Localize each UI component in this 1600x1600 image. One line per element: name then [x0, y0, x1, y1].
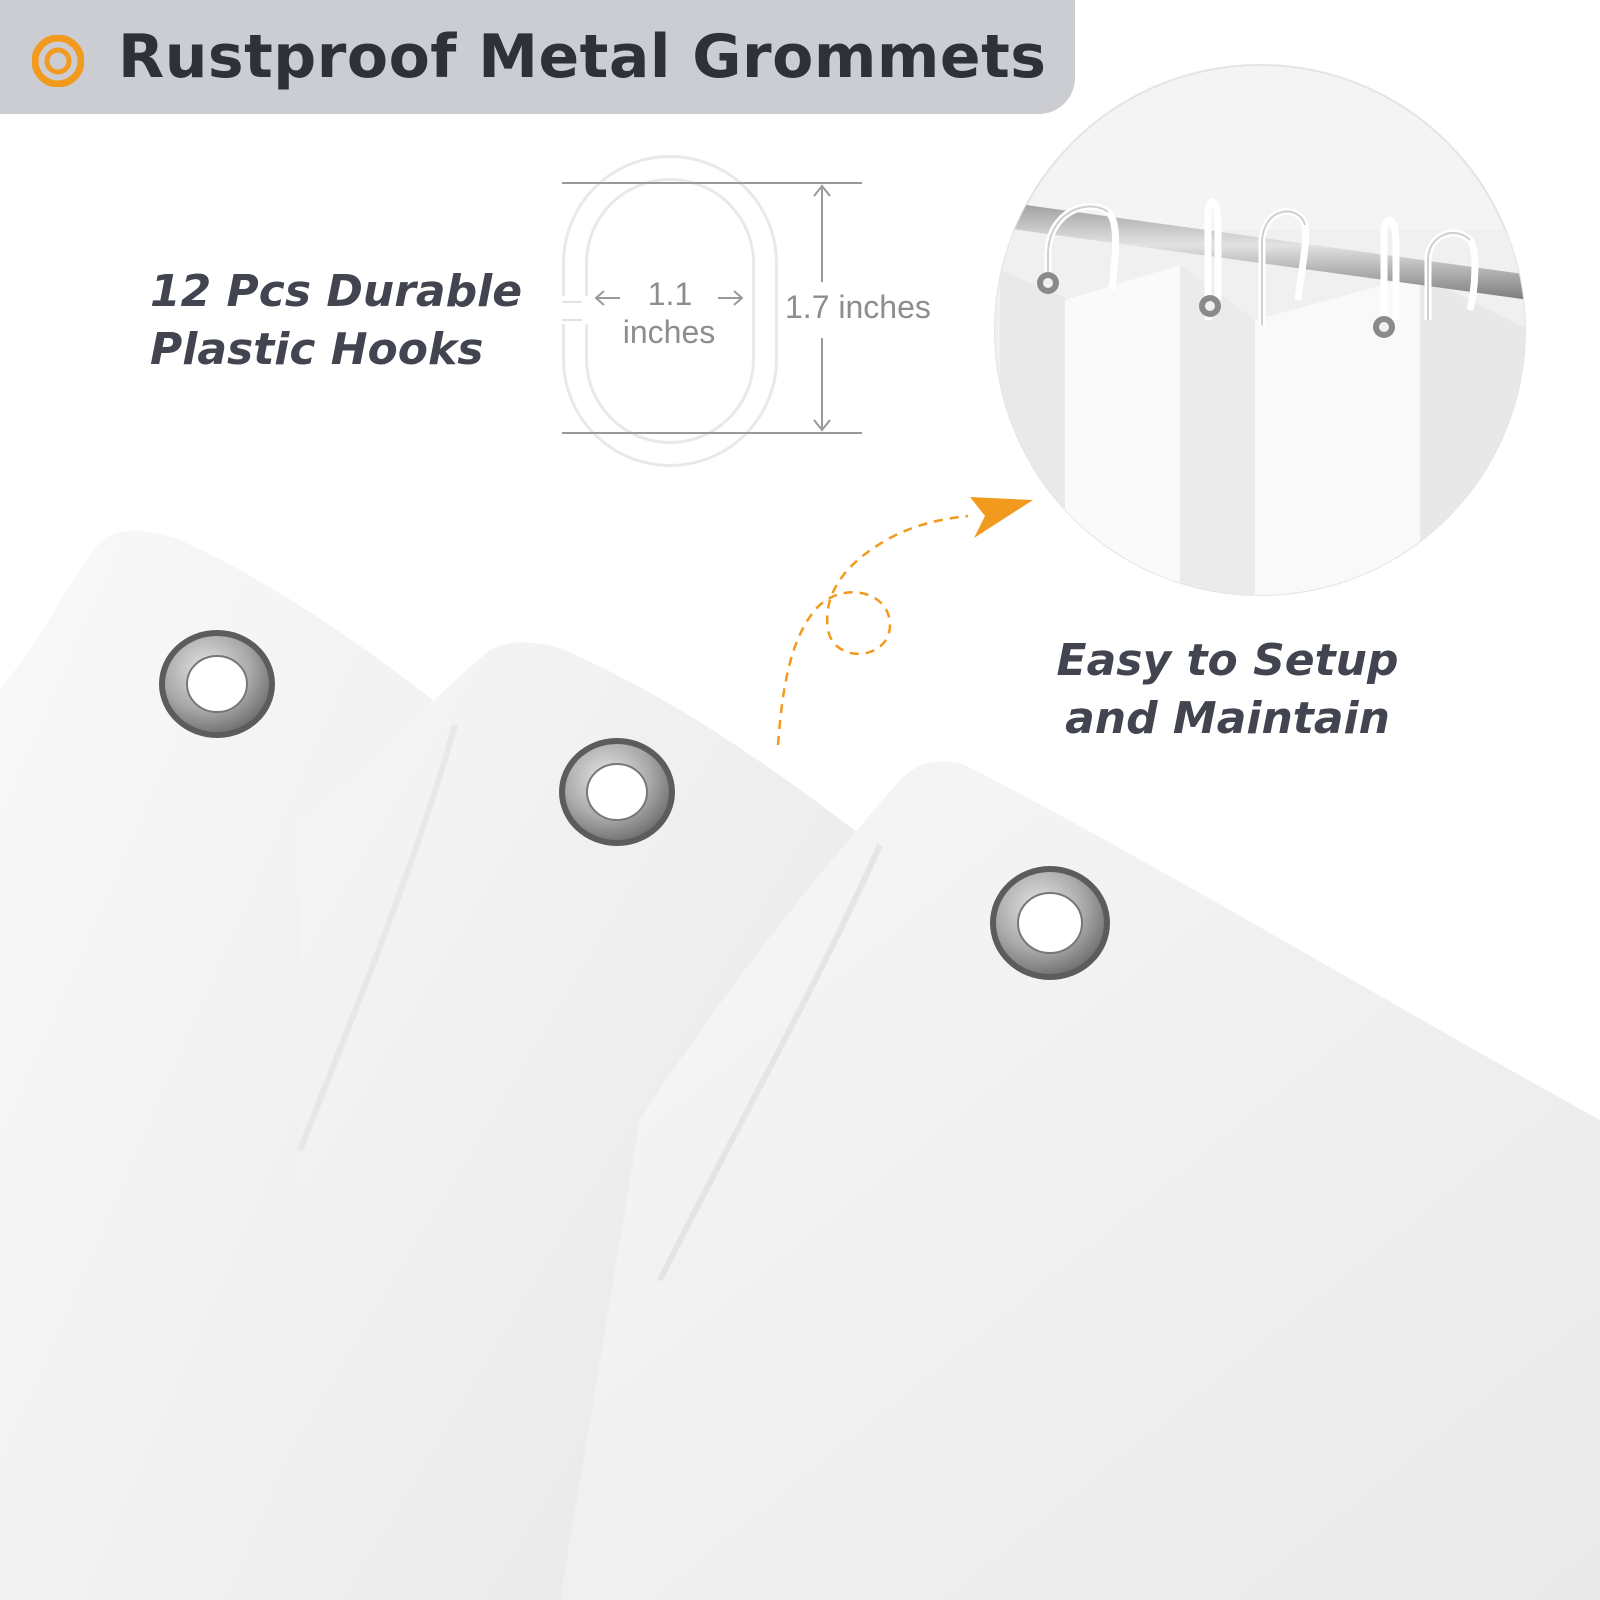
setup-label-line2: and Maintain — [1065, 693, 1390, 744]
setup-label-line1: Easy to Setup — [1056, 635, 1399, 686]
hooks-label-line2: Plastic Hooks — [150, 324, 484, 375]
page-title: Rustproof Metal Grommets — [118, 22, 1047, 92]
plastic-hook-ring-icon — [560, 155, 778, 467]
dashed-arrow-icon — [776, 497, 1033, 746]
hooks-feature-label: 12 Pcs Durable Plastic Hooks — [150, 263, 522, 379]
dimension-lines — [562, 182, 862, 434]
setup-feature-label: Easy to Setup and Maintain — [1045, 632, 1410, 748]
metal-grommet-icon — [990, 866, 1110, 980]
metal-grommet-icon — [159, 630, 275, 738]
curtain-on-rod-inset — [994, 64, 1526, 596]
hook-width-unit: inches — [622, 314, 716, 350]
hook-height-label: 1.7 inches — [785, 289, 931, 325]
hooks-label-line1: 12 Pcs Durable — [150, 266, 523, 317]
orange-ring-bullet-icon — [32, 35, 84, 87]
curtain-folds — [0, 530, 1600, 1600]
metal-grommet-icon — [559, 738, 675, 846]
hook-width-value: 1.1 — [647, 276, 693, 312]
header-banner: Rustproof Metal Grommets — [0, 0, 1075, 114]
